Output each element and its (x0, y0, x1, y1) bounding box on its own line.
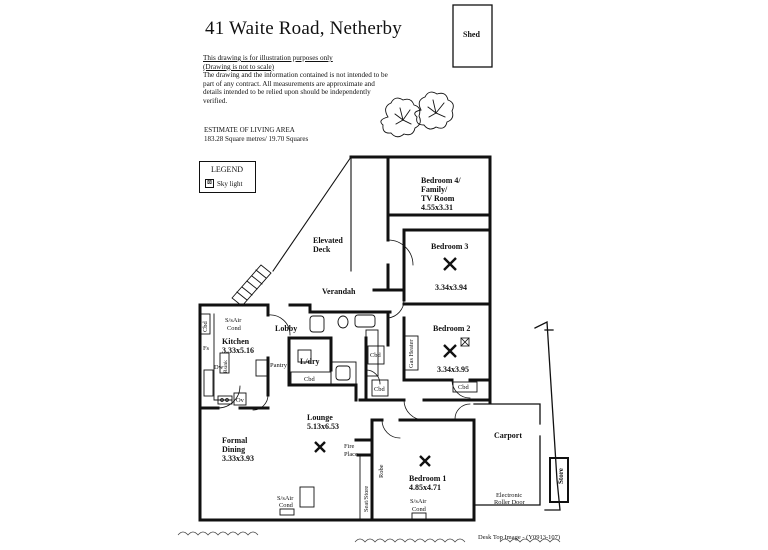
legend-title: LEGEND (211, 165, 243, 174)
door-swings (217, 239, 471, 439)
living-area-heading: ESTIMATE OF LIVING AREA (204, 126, 295, 134)
roller-door-label-2: Roller Door (494, 499, 526, 506)
deck-outline (272, 155, 352, 272)
carport-outline (473, 320, 561, 511)
kitchen-aircon-label-2: Cond (227, 325, 242, 332)
tree-icon (380, 97, 421, 138)
legend-item-label: Sky light (217, 179, 243, 188)
skylight-icon: ⊠ (205, 179, 214, 188)
disclaimer-body: The drawing and the information containe… (203, 71, 388, 105)
ldry-cbd-label: Cbd (304, 376, 315, 383)
bathroom-fixtures (297, 314, 376, 385)
ldry-label: L/dry (300, 357, 320, 366)
gas-heater-label: Gas Heater (408, 339, 415, 368)
verandah-south-wall (288, 303, 392, 314)
shed-label: Shed (463, 30, 480, 39)
roller-door-label-1: Electronic (496, 492, 522, 499)
deck-label-2: Deck (313, 245, 331, 254)
carport-label: Carport (494, 431, 522, 440)
store-outline (549, 457, 569, 503)
lounge-dim: 5.13x6.53 (307, 422, 339, 431)
dining-aircon-label-2: Cond (279, 502, 294, 509)
hall-cbd-label: Cbd (370, 352, 381, 359)
shed-outline (452, 4, 493, 68)
fan-icon (314, 257, 457, 467)
bedroom3-dim: 3.34x3.94 (435, 283, 467, 292)
disclaimer-line2: (Drawing is not to scale) (203, 62, 275, 71)
dw-label: Dw (214, 364, 224, 371)
shrub-icon (177, 531, 561, 543)
dining-aircon-label-1: S/sAir (277, 495, 294, 502)
bedroom4-dim: 4.55x3.31 (421, 203, 453, 212)
kitchen-dim: 3.33x5.16 (222, 346, 254, 355)
dining-dim: 3.33x3.93 (222, 454, 254, 463)
bedroom2-label: Bedroom 2 (433, 324, 470, 333)
deck-stair (231, 264, 272, 307)
bedroom4-label-3: TV Room (421, 194, 455, 203)
verandah-label: Verandah (322, 287, 356, 296)
cupboards (199, 313, 478, 397)
bedroom1-label: Bedroom 1 (409, 474, 446, 483)
pantry-label: Pantry (270, 362, 288, 369)
seat-store-label: Seat/Store (363, 486, 370, 512)
legend-box: LEGEND ⊠ Sky light (199, 161, 256, 193)
living-area: ESTIMATE OF LIVING AREA 183.28 Square me… (204, 126, 308, 143)
bedroom1-aircon-label-1: S/sAir (410, 498, 427, 505)
footer-credit: Desk Top Image - (Y0913-107) (478, 534, 561, 541)
kitchen-fittings (203, 313, 269, 406)
bedroom4-label-1: Bedroom 4/ (421, 176, 461, 185)
dining-label-2: Dining (222, 445, 245, 454)
ldry-south-wall (329, 383, 358, 402)
bedroom1-dim: 4.85x4.71 (409, 483, 441, 492)
disclaimer: This drawing is for illustration purpose… (203, 54, 393, 106)
east-wall-upper (386, 155, 492, 405)
bedroom4-label-2: Family/ (421, 185, 448, 194)
kitchen-label: Kitchen (222, 337, 250, 346)
plan-title: 41 Waite Road, Netherby (205, 18, 402, 39)
fireplace-label-1: Fire (344, 443, 354, 450)
oven-label: Ov (236, 397, 245, 404)
skylight-icon (460, 337, 470, 347)
fs-label: Fs (203, 345, 210, 352)
hall-cbd-label-2: Cbd (374, 386, 385, 393)
robe-label: Robe (378, 464, 385, 478)
bedroom3-label: Bedroom 3 (431, 242, 468, 251)
bedroom1-south-east-wall (370, 418, 476, 522)
ldry-west-wall (287, 336, 333, 387)
deck-label-1: Elevated (313, 236, 343, 245)
store-label: Store (557, 468, 565, 484)
dining-west-south-wall (198, 406, 374, 522)
fireplace-label-2: Place (344, 451, 358, 458)
kitchen-cbd-label: Cbd (202, 321, 209, 332)
bedroom2-dim: 3.34x3.95 (437, 365, 469, 374)
lobby-label: Lobby (275, 324, 297, 333)
bedroom1-aircon-label-2: Cond (412, 506, 427, 513)
dining-label-1: Formal (222, 436, 248, 445)
aircon-units (279, 486, 427, 520)
living-area-value: 183.28 Square metres/ 19.70 Squares (204, 134, 309, 143)
rsink-label: Rsink (223, 360, 229, 373)
robe-outline (359, 455, 373, 521)
kitchen-aircon-label-1: S/sAir (225, 317, 242, 324)
lounge-label: Lounge (307, 413, 333, 422)
deck-east-wall (349, 155, 390, 214)
bedroom2-cbd-label: Cbd (458, 384, 469, 391)
legend-item: ⊠ Sky light (205, 179, 242, 188)
gas-heater-outline (403, 335, 419, 371)
tree-icon (414, 91, 454, 130)
disclaimer-line1: This drawing is for illustration purpose… (203, 54, 333, 62)
